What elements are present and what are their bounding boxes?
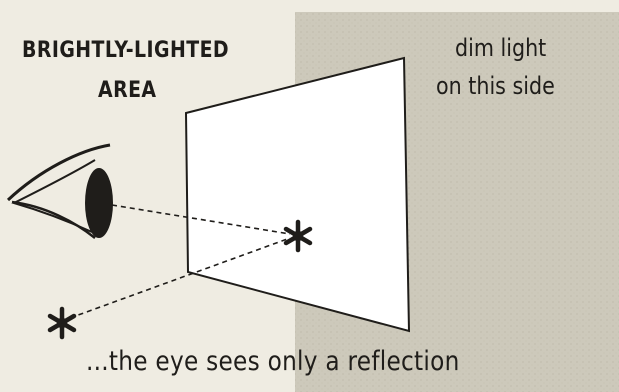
caption: ...the eye sees only a reflection: [86, 346, 460, 377]
dim-side-label-line1: dim light: [455, 34, 546, 62]
bright-area-label-line1: BRIGHTLY-LIGHTED: [22, 38, 229, 63]
eye-icon: [8, 145, 113, 238]
dim-side-label-line2: on this side: [436, 72, 555, 100]
glass-pane: [186, 58, 409, 331]
bright-area-label-line2: AREA: [98, 78, 157, 103]
asterisk-object: [50, 309, 74, 337]
